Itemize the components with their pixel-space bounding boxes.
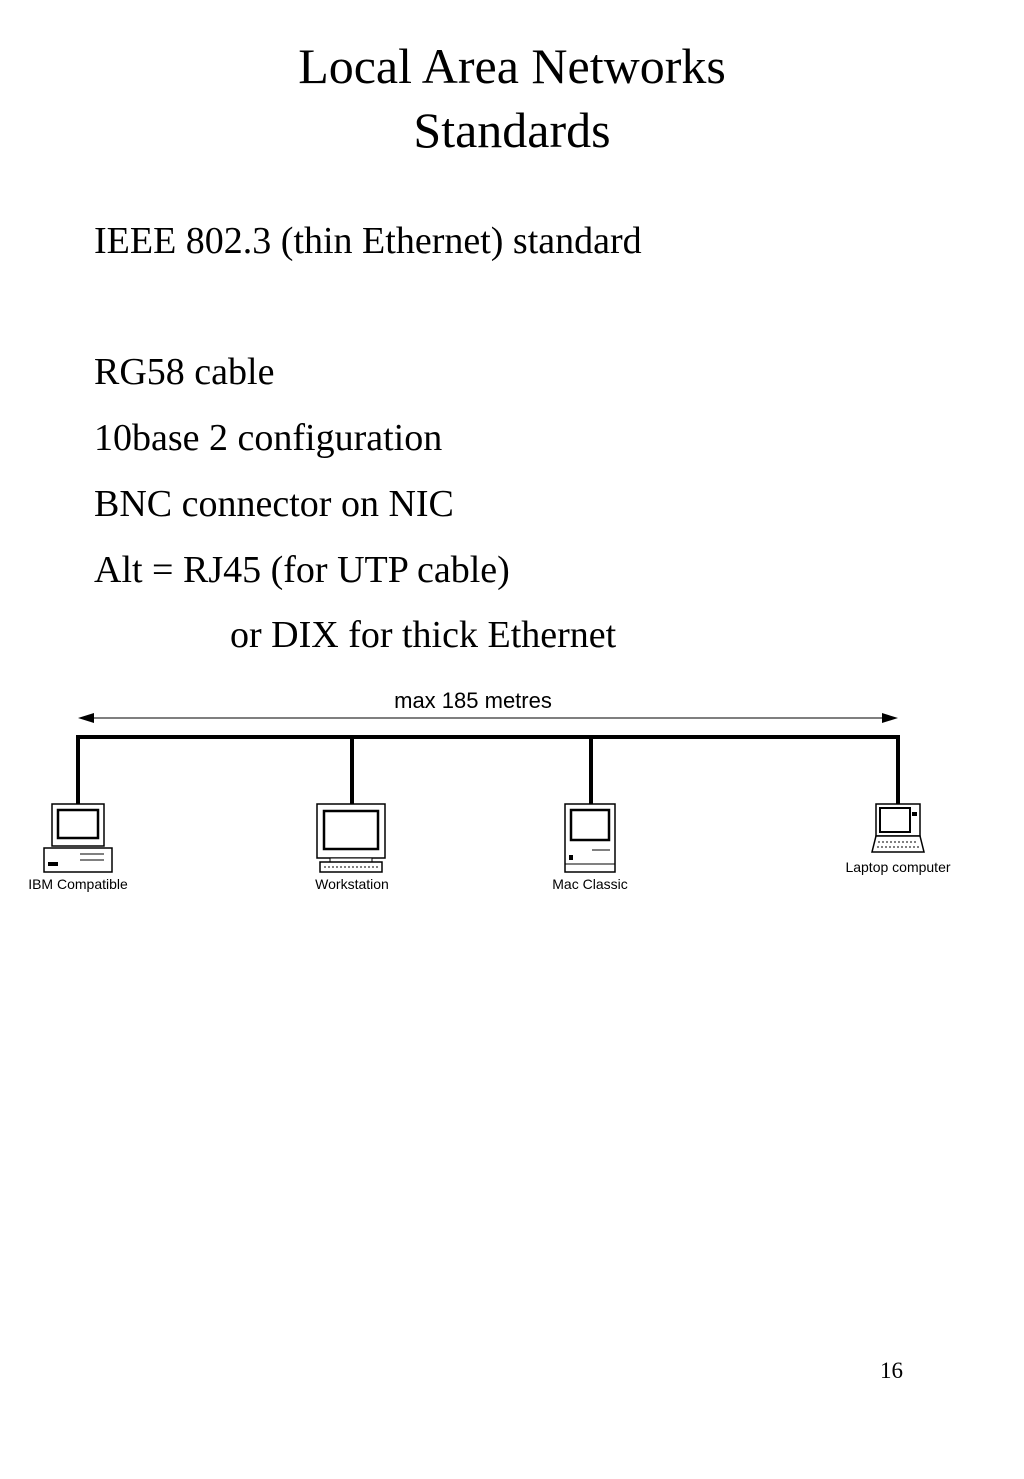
standard-text: IEEE 802.3 (thin Ethernet) standard <box>94 220 642 262</box>
ibm-pc-icon <box>43 803 113 873</box>
page-number: 16 <box>880 1358 903 1383</box>
configuration-text: 10base 2 configuration <box>94 417 443 459</box>
alternative-text: Alt = RJ45 (for UTP cable) <box>94 549 510 591</box>
network-diagram: max 185 metres IBM Compatible Workstatio… <box>28 688 951 892</box>
mac-classic-icon <box>564 803 616 873</box>
connector-text: BNC connector on NIC <box>94 483 454 525</box>
node-label-workstation: Workstation <box>315 876 389 892</box>
bus-cable <box>76 735 900 805</box>
slide-title: Local Area Networks Standards <box>0 34 1024 162</box>
title-line-1: Local Area Networks <box>298 38 726 94</box>
node-label-ibm: IBM Compatible <box>28 876 128 892</box>
workstation-icon <box>316 803 386 873</box>
laptop-icon <box>871 803 925 853</box>
span-arrow <box>78 713 898 723</box>
cable-text: RG58 cable <box>94 351 275 393</box>
span-label: max 185 metres <box>394 688 552 713</box>
node-label-laptop: Laptop computer <box>845 859 950 875</box>
title-line-2: Standards <box>413 102 611 158</box>
alternative-continuation-text: or DIX for thick Ethernet <box>230 614 617 656</box>
node-label-mac: Mac Classic <box>552 876 627 892</box>
